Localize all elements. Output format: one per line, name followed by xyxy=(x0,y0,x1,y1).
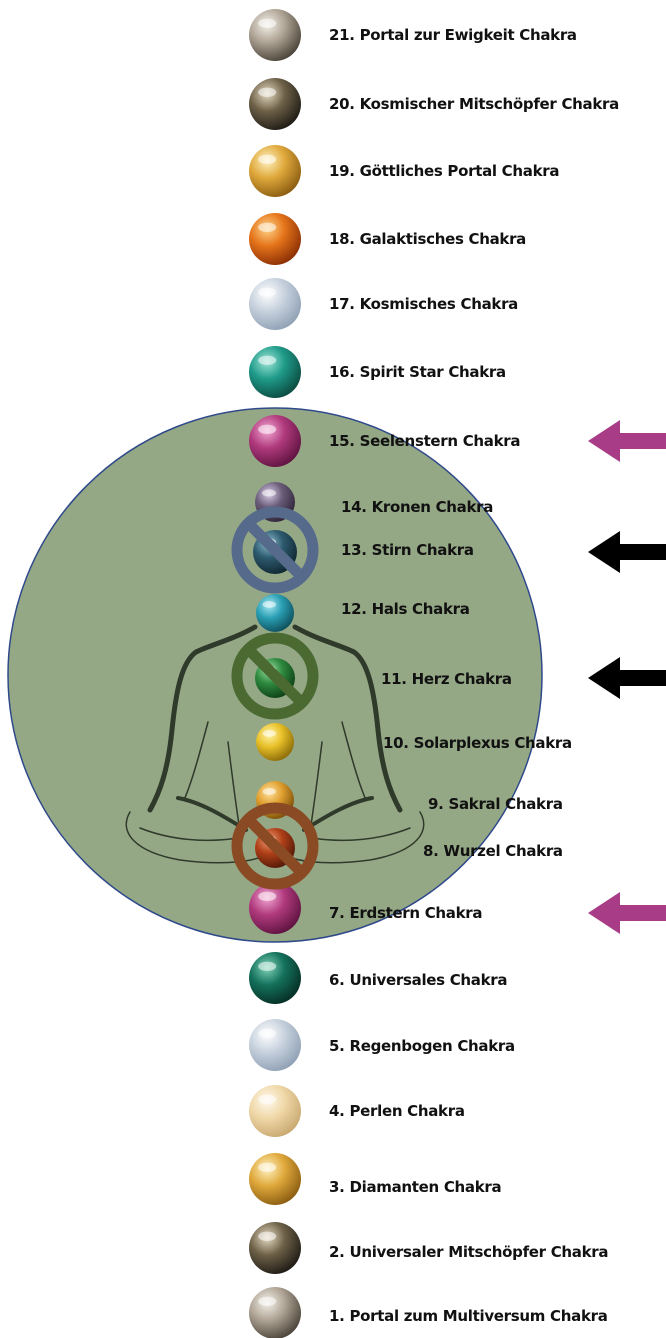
opal-sphere xyxy=(249,278,301,330)
chakra-label: 4. Perlen Chakra xyxy=(329,1102,465,1120)
chakra-label: 18. Galaktisches Chakra xyxy=(329,230,526,248)
sphere-highlight xyxy=(258,1163,276,1172)
chakra-label: 6. Universales Chakra xyxy=(329,971,507,989)
pearl-sphere xyxy=(249,1085,301,1137)
silver-sphere xyxy=(249,1287,301,1338)
pyrite-sphere xyxy=(249,1222,301,1274)
teal-sphere xyxy=(249,346,301,398)
chakra-label: 1. Portal zum Multiversum Chakra xyxy=(329,1307,608,1325)
sphere-highlight xyxy=(258,1095,276,1104)
gold-sphere xyxy=(249,1153,301,1205)
magenta-sphere xyxy=(249,415,301,467)
turquoise-sphere xyxy=(256,594,294,632)
left-arrow-icon xyxy=(588,420,666,462)
chakra-label: 13. Stirn Chakra xyxy=(341,541,474,559)
chakra-label: 16. Spirit Star Chakra xyxy=(329,363,506,381)
chakra-label: 9. Sakral Chakra xyxy=(428,795,563,813)
yellow-sphere xyxy=(256,723,294,761)
chakra-label: 19. Göttliches Portal Chakra xyxy=(329,162,559,180)
sphere-highlight xyxy=(258,356,276,365)
sphere-highlight xyxy=(263,601,276,608)
chakra-label: 3. Diamanten Chakra xyxy=(329,1178,501,1196)
sphere-highlight xyxy=(258,223,276,232)
chakra-label: 7. Erdstern Chakra xyxy=(329,904,482,922)
sphere-highlight xyxy=(258,1297,276,1306)
chakra-label: 2. Universaler Mitschöpfer Chakra xyxy=(329,1243,608,1261)
silver-sphere xyxy=(249,9,301,61)
left-arrow-icon xyxy=(588,657,666,699)
chakra-label: 10. Solarplexus Chakra xyxy=(383,734,572,752)
chakra-label: 14. Kronen Chakra xyxy=(341,498,493,516)
sphere-highlight xyxy=(258,288,276,297)
sphere-highlight xyxy=(258,155,276,164)
sphere-highlight xyxy=(258,1029,276,1038)
pyrite-sphere xyxy=(249,78,301,130)
sphere-highlight xyxy=(263,730,276,737)
orange-sphere xyxy=(249,213,301,265)
chakra-label: 20. Kosmischer Mitschöpfer Chakra xyxy=(329,95,619,113)
chakra-label: 15. Seelenstern Chakra xyxy=(329,432,520,450)
chakra-label: 11. Herz Chakra xyxy=(381,670,512,688)
left-arrow-icon xyxy=(588,892,666,934)
chakra-label: 5. Regenbogen Chakra xyxy=(329,1037,515,1055)
malachite-sphere xyxy=(249,952,301,1004)
left-arrow-icon xyxy=(588,531,666,573)
sphere-highlight xyxy=(262,489,276,496)
chakra-label: 17. Kosmisches Chakra xyxy=(329,295,518,313)
chakra-label: 12. Hals Chakra xyxy=(341,600,470,618)
sphere-highlight xyxy=(258,892,276,901)
sphere-highlight xyxy=(258,88,276,97)
gold-sphere xyxy=(249,145,301,197)
sphere-highlight xyxy=(258,962,276,971)
opal-sphere xyxy=(249,1019,301,1071)
sphere-highlight xyxy=(258,19,276,28)
sphere-highlight xyxy=(258,425,276,434)
sphere-highlight xyxy=(258,1232,276,1241)
chakra-label: 8. Wurzel Chakra xyxy=(423,842,563,860)
magenta-sphere xyxy=(249,882,301,934)
chakra-label: 21. Portal zur Ewigkeit Chakra xyxy=(329,26,577,44)
sphere-highlight xyxy=(263,788,276,795)
